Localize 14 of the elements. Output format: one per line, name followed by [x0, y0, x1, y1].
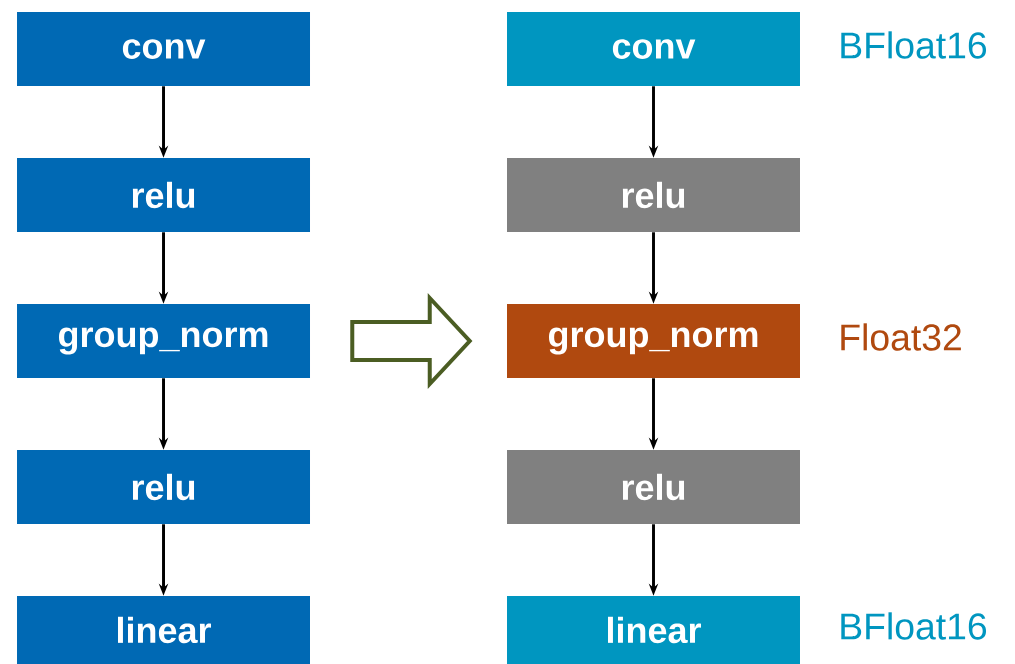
- process-box: group_norm: [17, 304, 310, 378]
- process-box: conv: [17, 12, 310, 86]
- process-box: linear: [507, 596, 800, 664]
- precision-label: BFloat16: [841, 612, 987, 640]
- process-box: relu: [17, 158, 310, 232]
- process-box: relu: [507, 158, 800, 232]
- process-box: group_norm: [507, 304, 800, 378]
- process-box: linear: [17, 596, 310, 664]
- process-box: relu: [507, 450, 800, 524]
- precision-label: Float32: [841, 323, 961, 351]
- block-arrow: [350, 292, 473, 390]
- process-box: conv: [507, 12, 800, 86]
- precision-label: BFloat16: [841, 31, 987, 59]
- process-box: relu: [17, 450, 310, 524]
